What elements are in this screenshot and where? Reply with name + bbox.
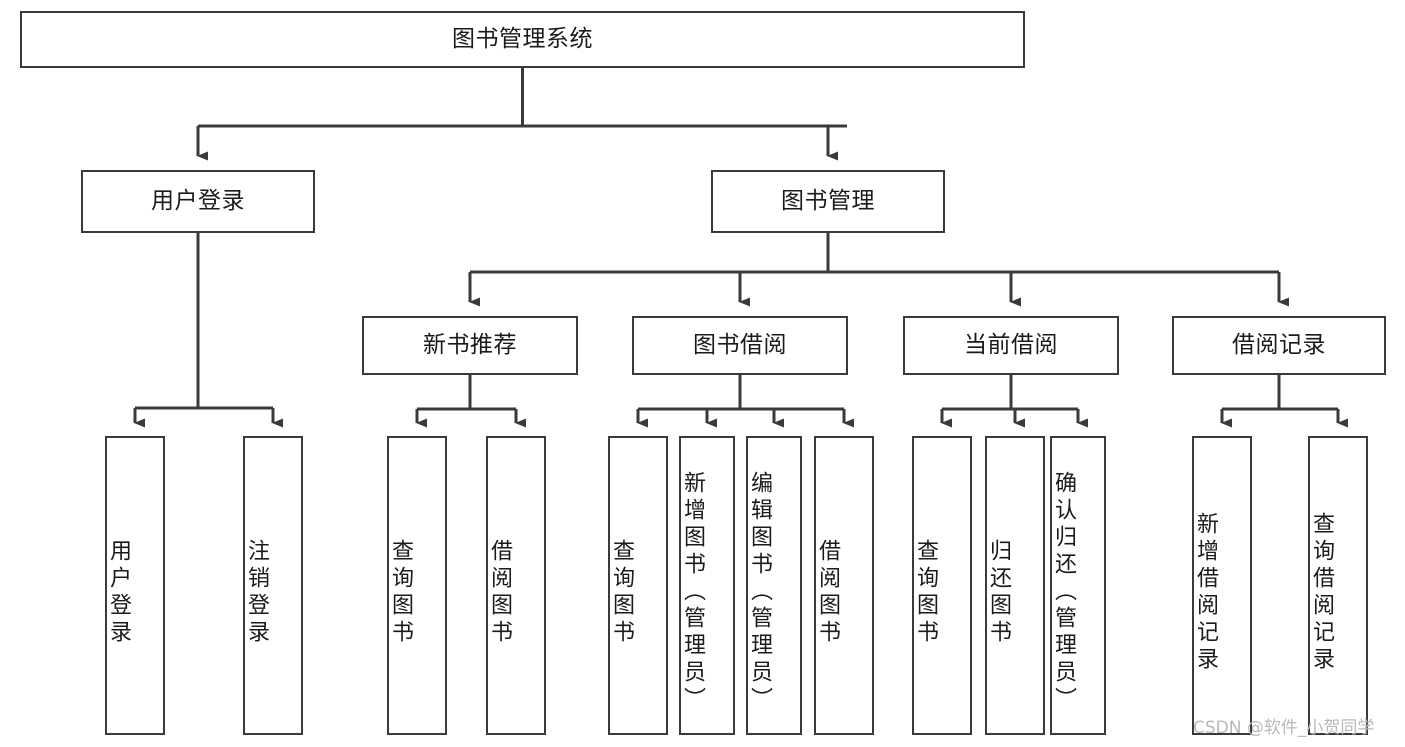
edges-borrowrecord-to-leaves	[1220, 375, 1348, 428]
node-leaf-edit-book-label: 编辑图书（管理员）	[747, 471, 772, 714]
node-leaf-user-login[interactable]: 用户登录	[105, 436, 165, 735]
node-current-borrow[interactable]: 当前借阅	[903, 316, 1119, 375]
node-leaf-logout-label: 注销登录	[244, 538, 269, 647]
csdn-watermark: CSDN @软件_小贺同学	[1193, 718, 1375, 738]
node-current-borrow-label: 当前借阅	[964, 331, 1058, 358]
node-borrow-record[interactable]: 借阅记录	[1172, 316, 1386, 375]
node-leaf-borrow-book-1[interactable]: 借阅图书	[486, 436, 546, 735]
node-leaf-logout[interactable]: 注销登录	[243, 436, 303, 735]
node-leaf-confirm-return-label: 确认归还（管理员）	[1051, 471, 1076, 714]
node-leaf-return-book[interactable]: 归还图书	[985, 436, 1045, 735]
node-leaf-add-record-label: 新增借阅记录	[1193, 511, 1218, 674]
node-leaf-query-book-1[interactable]: 查询图书	[387, 436, 447, 735]
node-leaf-query-record-label: 查询借阅记录	[1309, 511, 1334, 674]
node-leaf-confirm-return[interactable]: 确认归还（管理员）	[1050, 436, 1106, 735]
node-book-manage-label: 图书管理	[781, 187, 875, 214]
node-leaf-query-book-3-label: 查询图书	[913, 538, 938, 647]
node-leaf-borrow-book-1-label: 借阅图书	[487, 538, 512, 647]
edges-bookborrow-to-leaves	[636, 375, 854, 428]
node-user-login[interactable]: 用户登录	[81, 170, 315, 233]
node-leaf-query-book-2[interactable]: 查询图书	[608, 436, 668, 735]
node-leaf-query-book-1-label: 查询图书	[388, 538, 413, 647]
node-user-login-label: 用户登录	[151, 187, 245, 214]
edges-newbookrec-to-leaves	[415, 375, 526, 428]
edges-bookmanage-to-level3	[468, 233, 1289, 307]
node-leaf-query-record[interactable]: 查询借阅记录	[1308, 436, 1368, 735]
node-new-book-rec-label: 新书推荐	[423, 331, 517, 358]
node-leaf-add-record[interactable]: 新增借阅记录	[1192, 436, 1252, 735]
node-leaf-edit-book[interactable]: 编辑图书（管理员）	[746, 436, 802, 735]
edges-currentborrow-to-leaves	[940, 375, 1088, 428]
node-borrow-record-label: 借阅记录	[1232, 331, 1326, 358]
node-leaf-query-book-3[interactable]: 查询图书	[912, 436, 972, 735]
node-leaf-query-book-2-label: 查询图书	[609, 538, 634, 647]
node-book-borrow[interactable]: 图书借阅	[632, 316, 848, 375]
node-root-label: 图书管理系统	[452, 25, 593, 52]
node-book-manage[interactable]: 图书管理	[711, 170, 945, 233]
node-leaf-return-book-label: 归还图书	[986, 538, 1011, 647]
node-new-book-rec[interactable]: 新书推荐	[362, 316, 578, 375]
node-leaf-user-login-label: 用户登录	[106, 538, 131, 647]
node-book-borrow-label: 图书借阅	[693, 331, 787, 358]
node-leaf-add-book-label: 新增图书（管理员）	[680, 471, 705, 714]
node-leaf-add-book[interactable]: 新增图书（管理员）	[679, 436, 735, 735]
node-leaf-borrow-book-2[interactable]: 借阅图书	[814, 436, 874, 735]
edges-userlogin-to-leaves	[133, 233, 283, 428]
node-leaf-borrow-book-2-label: 借阅图书	[815, 538, 840, 647]
edges-root-to-level2	[196, 68, 847, 161]
node-root[interactable]: 图书管理系统	[20, 11, 1025, 68]
